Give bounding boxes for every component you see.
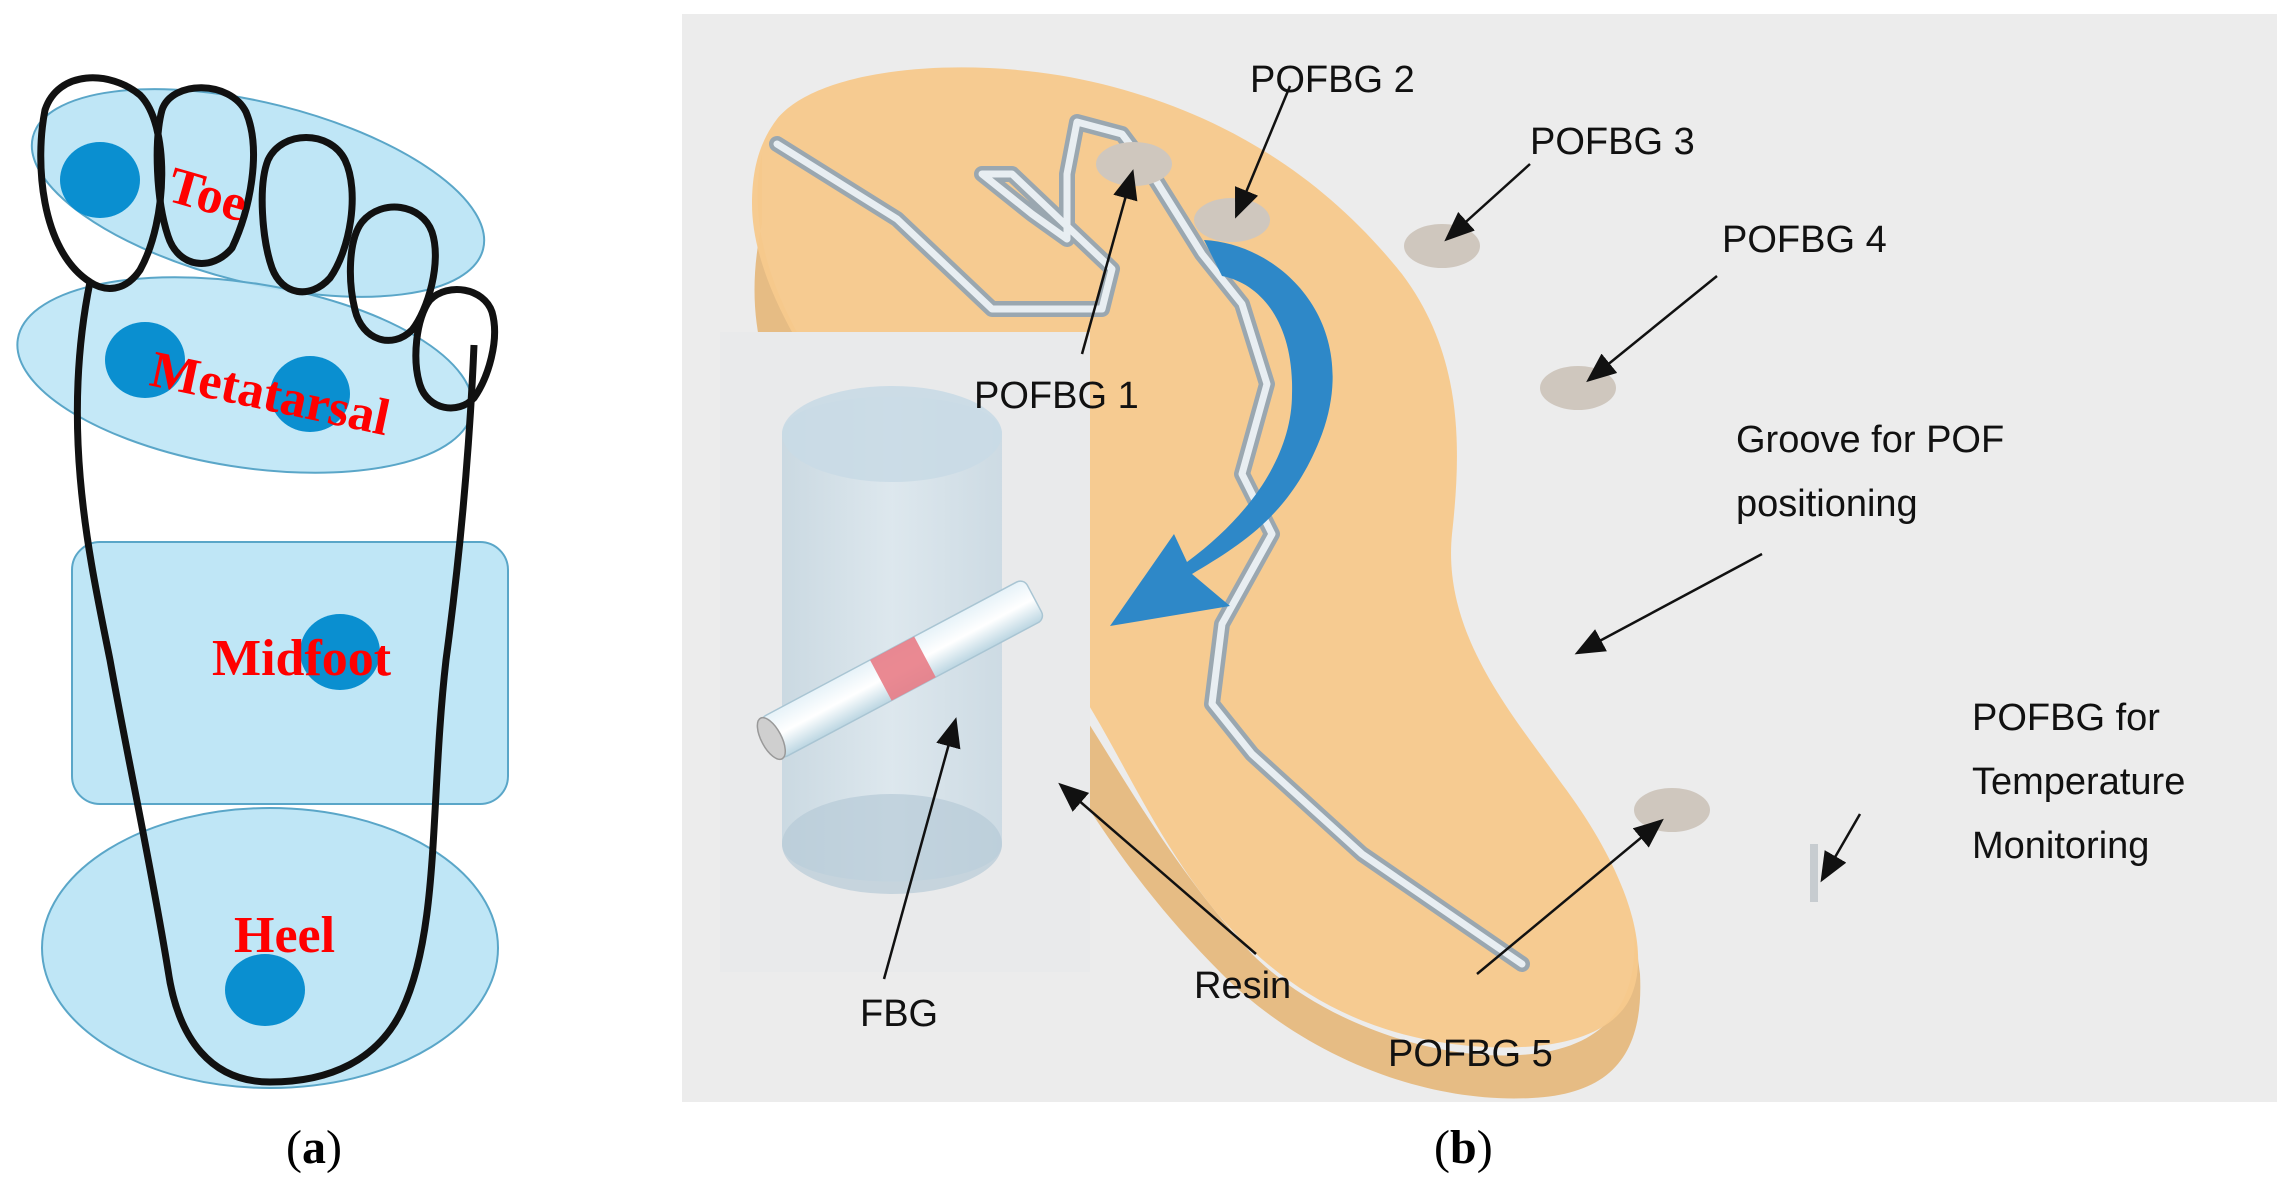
heel-label: Heel (234, 907, 335, 964)
toe-5-outline (412, 286, 499, 412)
caption-a-letter: a (301, 1121, 326, 1174)
label-pofbg-3: POFBG 3 (1530, 121, 1695, 163)
leader-resin (1058, 782, 1257, 955)
pofbg-2-pad (1194, 198, 1270, 242)
toe-1-outline (37, 74, 166, 292)
sensor-dot-metatarsal-2 (270, 356, 350, 432)
insole-side (754, 154, 1641, 1099)
leader-pofbg-3 (1444, 163, 1531, 242)
leader-pofbg-5 (1476, 818, 1664, 975)
fbg-band (870, 636, 936, 701)
pofbg-5-pad (1634, 788, 1710, 832)
toe-2-outline (153, 84, 257, 267)
sensor-dot-heel (225, 954, 305, 1026)
label-pofbg-5: POFBG 5 (1388, 1033, 1553, 1075)
temperature-sensor-strip (1810, 844, 1818, 902)
toe-3-outline (258, 134, 356, 296)
fiber-end-cap (756, 716, 787, 761)
leader-pofbg-1 (1080, 169, 1138, 355)
leader-groove (1574, 552, 1763, 655)
label-pofbg-1: POFBG 1 (974, 375, 1139, 417)
caption-b-letter: b (1449, 1121, 1477, 1174)
label-temp-line2: Temperature (1972, 761, 2185, 803)
label-groove-line2: positioning (1736, 483, 1918, 525)
foot-outline (73, 281, 478, 1086)
label-groove-line1: Groove for POF (1736, 419, 2004, 461)
leader-temperature (1820, 813, 1862, 883)
pofbg-4-pad (1540, 366, 1616, 410)
fbg-fiber-rod (756, 580, 1044, 761)
heel-region (41, 807, 499, 1089)
insole-sensor-diagram: POFBG 2 POFBG 3 POFBG 4 POFBG 1 Groove f… (720, 59, 2185, 1099)
leader-pofbg-2 (1235, 85, 1292, 219)
curved-blue-arrow (1110, 240, 1333, 626)
resin-cylinder (782, 396, 1002, 882)
label-pofbg-2: POFBG 2 (1250, 59, 1415, 101)
label-temp-line1: POFBG for (1972, 697, 2160, 739)
midfoot-label: Midfoot (212, 630, 392, 687)
leader-pofbg-4 (1586, 275, 1718, 383)
foot-region-diagram: Toe Metatarsal Midfoot Heel (16, 74, 509, 1089)
sensor-dot-metatarsal-1 (105, 322, 185, 398)
midfoot-region (71, 541, 509, 805)
label-fbg: FBG (860, 993, 938, 1035)
caption-b: (b) (1434, 1121, 1493, 1174)
label-resin: Resin (1194, 965, 1291, 1007)
fiber (773, 118, 1526, 968)
sensor-dot-midfoot (300, 614, 380, 690)
pofbg-1-pad (1096, 142, 1172, 186)
label-pofbg-4: POFBG 4 (1722, 219, 1887, 261)
resin-cylinder-bottom (782, 794, 1002, 894)
leader-fbg (882, 717, 961, 980)
label-temp-line3: Monitoring (1972, 825, 2149, 867)
toe-4-outline (346, 203, 439, 344)
sensor-dot-toe (60, 142, 140, 218)
caption-a: (a) (286, 1121, 342, 1174)
resin-cylinder-top (782, 386, 1002, 482)
pofbg-3-pad (1404, 224, 1480, 268)
